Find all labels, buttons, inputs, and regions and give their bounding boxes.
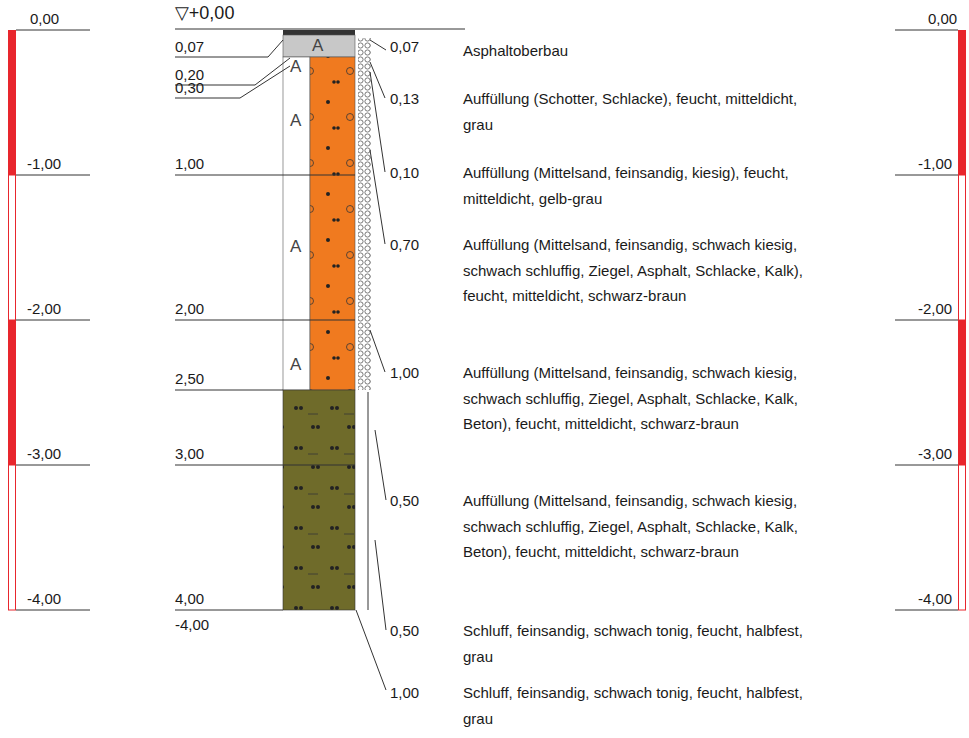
depth-label: 2,00 bbox=[175, 300, 204, 318]
thickness-label: 0,70 bbox=[390, 236, 419, 254]
layer-code: A bbox=[312, 37, 323, 55]
scale-label: -3,00 bbox=[27, 445, 61, 463]
scale-label: -3,00 bbox=[918, 445, 952, 463]
layer-description: Auffüllung (Schotter, Schlacke), feucht,… bbox=[463, 86, 823, 137]
layer-code: A bbox=[290, 58, 301, 76]
layer-code: A bbox=[290, 238, 301, 256]
scale-label: -1,00 bbox=[918, 155, 952, 173]
thickness-label: 0,13 bbox=[390, 90, 419, 108]
layer-description: Auffüllung (Mittelsand, feinsandig, kies… bbox=[463, 160, 823, 211]
scale-label: -1,00 bbox=[27, 155, 61, 173]
layer-description: Auffüllung (Mittelsand, feinsandig, schw… bbox=[463, 360, 823, 437]
scale-label: -4,00 bbox=[918, 590, 952, 608]
thickness-label: 0,50 bbox=[390, 622, 419, 640]
depth-label: -4,00 bbox=[175, 616, 209, 634]
scale-label: -2,00 bbox=[918, 300, 952, 318]
layer-code: A bbox=[290, 356, 301, 374]
layer-description: Schluff, feinsandig, schwach tonig, feuc… bbox=[463, 680, 823, 731]
depth-label: 3,00 bbox=[175, 445, 204, 463]
soil-column bbox=[175, 29, 465, 690]
layer-description: Auffüllung (Mittelsand, feinsandig, schw… bbox=[463, 488, 823, 565]
thickness-label: 1,00 bbox=[390, 684, 419, 702]
level-label: ▽+0,00 bbox=[175, 4, 234, 22]
scale-label: 0,00 bbox=[30, 10, 59, 28]
depth-label: 0,30 bbox=[175, 79, 204, 97]
layer-description: Asphaltoberbau bbox=[463, 38, 823, 64]
scale-label: -2,00 bbox=[27, 300, 61, 318]
layer-code: A bbox=[290, 112, 301, 130]
thickness-label: 0,07 bbox=[390, 38, 419, 56]
depth-scale bbox=[895, 30, 966, 610]
depth-label: 1,00 bbox=[175, 155, 204, 173]
scale-label: 0,00 bbox=[928, 10, 957, 28]
depth-label: 2,50 bbox=[175, 370, 204, 388]
thickness-label: 1,00 bbox=[390, 364, 419, 382]
depth-label: 0,07 bbox=[175, 38, 204, 56]
scale-label: -4,00 bbox=[27, 590, 61, 608]
layer-description: Schluff, feinsandig, schwach tonig, feuc… bbox=[463, 618, 823, 669]
layer-description: Auffüllung (Mittelsand, feinsandig, schw… bbox=[463, 232, 823, 309]
thickness-label: 0,50 bbox=[390, 492, 419, 510]
thickness-label: 0,10 bbox=[390, 164, 419, 182]
depth-label: 4,00 bbox=[175, 590, 204, 608]
depth-scale bbox=[8, 30, 90, 610]
